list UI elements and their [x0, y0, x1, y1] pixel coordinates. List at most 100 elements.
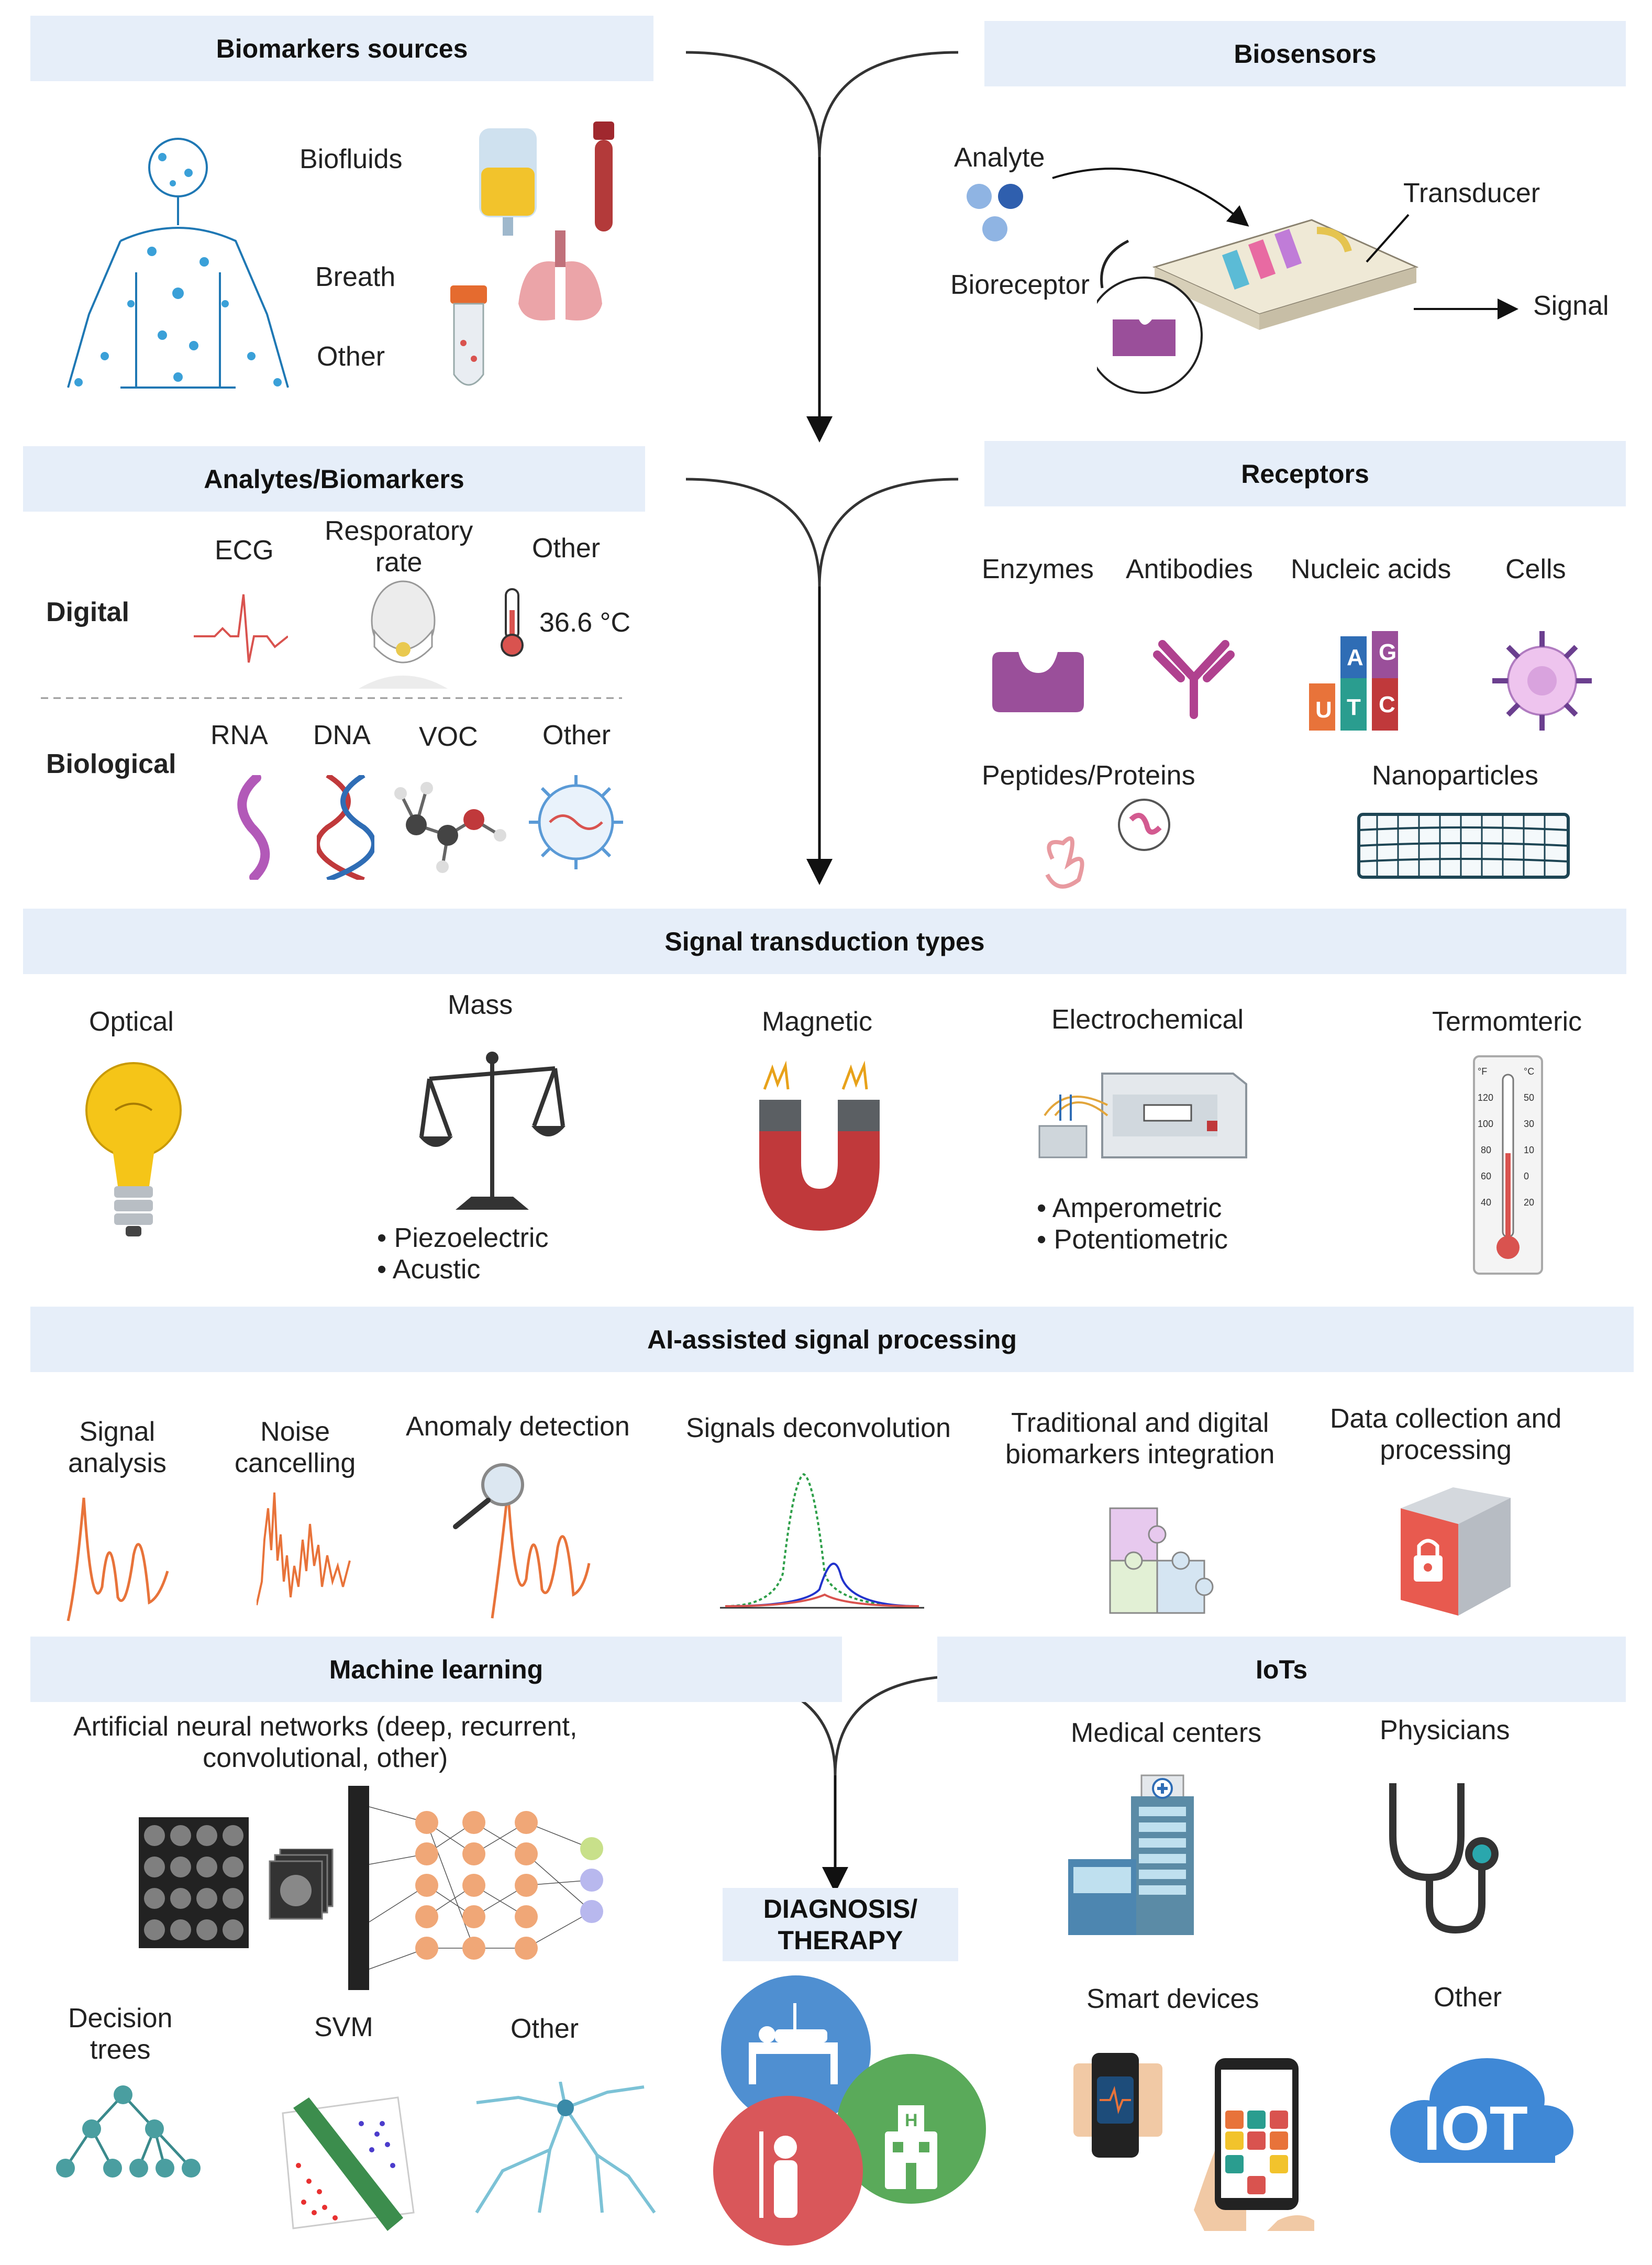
header-iots: IoTs [937, 1637, 1626, 1702]
data-lock-icon [1390, 1487, 1516, 1618]
svg-text:40: 40 [1481, 1197, 1491, 1208]
source-biofluids-label: Biofluids [300, 144, 403, 174]
potentiostat-icon [1029, 1063, 1249, 1173]
header-analytes: Analytes/Biomarkers [23, 446, 645, 512]
signal-analysis-label: Signal analysis [68, 1417, 167, 1478]
source-breath-label: Breath [315, 262, 396, 292]
svg-text:10: 10 [1524, 1145, 1534, 1155]
header-receptors: Receptors [984, 441, 1626, 506]
anomaly-detection-icon [450, 1459, 592, 1621]
iv-bag-icon [474, 118, 542, 238]
analyte-label: Analyte [954, 142, 1045, 173]
bioreceptor-label: Bioreceptor [950, 270, 1090, 300]
svg-text:°C: °C [1524, 1066, 1534, 1077]
svg-text:0: 0 [1524, 1171, 1529, 1181]
anomaly-detection-label: Anomaly detection [406, 1411, 630, 1442]
antibodies-label: Antibodies [1126, 554, 1253, 584]
resp-rate-label: Resporatory rate [325, 516, 473, 578]
signal-wave-icon [65, 1482, 170, 1623]
analyte-other-label: Other [532, 533, 601, 564]
biological-label: Biological [46, 749, 176, 779]
nanoparticles-label: Nanoparticles [1372, 760, 1538, 791]
analyte-other2-label: Other [542, 720, 611, 750]
svg-text:20: 20 [1524, 1197, 1534, 1208]
svg-text:50: 50 [1524, 1092, 1534, 1103]
smartphone-icon [1194, 2053, 1314, 2231]
biomarkers-integration-label: Traditional and digital biomarkers integ… [1005, 1408, 1275, 1470]
biosensor-arrows [1052, 168, 1518, 319]
header-biomarkers-sources: Biomarkers sources [30, 16, 653, 81]
header-biosensors: Biosensors [984, 21, 1626, 86]
svg-text:°F: °F [1478, 1066, 1487, 1077]
iot-cloud-icon: IOT [1388, 2053, 1576, 2173]
header-diagnosis: DIAGNOSIS/ THERAPY [723, 1888, 958, 1961]
mass-label: Mass [448, 990, 513, 1020]
thermometer-icon [496, 587, 528, 657]
svg-text:100: 100 [1478, 1119, 1493, 1129]
digital-label: Digital [46, 597, 129, 627]
enzymes-label: Enzymes [982, 554, 1094, 584]
ann-label: Artificial neural networks (deep, recurr… [73, 1711, 578, 1773]
nanotube-icon [1356, 809, 1571, 882]
noise-cancelling-label: Noise cancelling [235, 1417, 356, 1478]
protein-icon [1037, 796, 1173, 898]
peptides-label: Peptides/Proteins [982, 760, 1195, 791]
analytes-divider [41, 697, 622, 699]
svg-text:H: H [905, 2111, 918, 2130]
cells-label: Cells [1505, 554, 1566, 584]
smart-devices-label: Smart devices [1086, 1984, 1259, 2014]
physicians-label: Physicians [1380, 1715, 1510, 1745]
svg-text:U: U [1315, 697, 1332, 723]
sample-tube-icon [448, 285, 490, 393]
svm-plot-icon [272, 2092, 424, 2234]
hospital-building-icon [1068, 1770, 1215, 1938]
ml-other-label: Other [511, 2014, 579, 2044]
brain-scan-grid-icon [139, 1817, 249, 1948]
dna-label: DNA [313, 720, 371, 750]
blood-tube-icon [591, 121, 617, 234]
svg-text:60: 60 [1481, 1171, 1491, 1181]
medical-centers-label: Medical centers [1071, 1718, 1262, 1748]
neural-network-icon [348, 1786, 610, 1990]
enzyme-icon [992, 652, 1084, 712]
signals-deconvolution-label: Signals deconvolution [686, 1413, 951, 1443]
lungs-icon [513, 225, 607, 330]
rna-label: RNA [210, 720, 268, 750]
iot-logo-text: IOT [1423, 2093, 1528, 2163]
feature-maps-icon [267, 1849, 335, 1927]
antibody-icon [1152, 636, 1236, 720]
puzzle-icon [1105, 1503, 1220, 1629]
mass-subtypes: • Piezoelectric • Acustic [377, 1223, 549, 1285]
optical-label: Optical [89, 1007, 174, 1037]
decision-tree-icon [50, 2084, 207, 2181]
rna-icon [225, 775, 283, 880]
virus-icon [526, 772, 626, 872]
iot-other-label: Other [1434, 1982, 1502, 2013]
header-machine-learning: Machine learning [30, 1637, 842, 1702]
scale-icon [419, 1047, 566, 1215]
noise-wave-icon [257, 1477, 351, 1608]
electrochemical-subtypes: • Amperometric • Potentiometric [1037, 1193, 1228, 1255]
svg-text:A: A [1347, 645, 1363, 670]
decision-trees-label: Decision trees [68, 2003, 173, 2065]
svg-text:T: T [1347, 694, 1361, 720]
voc-label: VOC [419, 722, 478, 752]
signal-label: Signal [1533, 291, 1609, 321]
source-other-label: Other [317, 341, 385, 372]
svm-label: SVM [314, 2012, 373, 2042]
cell-icon [1487, 626, 1597, 736]
svg-text:G: G [1379, 639, 1396, 665]
human-network-icon [58, 136, 298, 403]
ecg-label: ECG [215, 535, 274, 566]
ecg-icon [194, 589, 288, 668]
header-ai-processing: AI-assisted signal processing [30, 1307, 1634, 1372]
svg-text:80: 80 [1481, 1145, 1491, 1155]
lightbulb-icon [84, 1060, 183, 1239]
electrochemical-label: Electrochemical [1051, 1004, 1244, 1035]
svg-text:30: 30 [1524, 1119, 1534, 1129]
neuron-icon [471, 2082, 660, 2218]
diagnosis-therapy-icons: H [712, 1974, 997, 2247]
analyte-molecules-icon [966, 181, 1024, 244]
